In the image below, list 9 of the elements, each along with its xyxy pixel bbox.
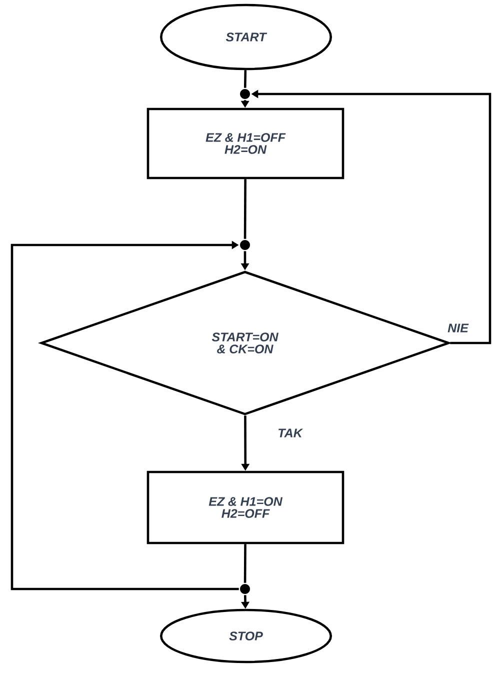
terminal-oval: START — [160, 4, 332, 70]
terminal-oval: STOP — [160, 608, 332, 664]
junction-dot — [240, 584, 250, 594]
edge-label: TAK — [276, 428, 304, 438]
junction-dot — [240, 89, 250, 99]
process-box: EZ & H1=ON H2=OFF — [146, 470, 344, 544]
process-box: EZ & H1=OFF H2=ON — [146, 108, 344, 180]
arrow — [10, 240, 239, 590]
junction-dot — [240, 240, 250, 250]
